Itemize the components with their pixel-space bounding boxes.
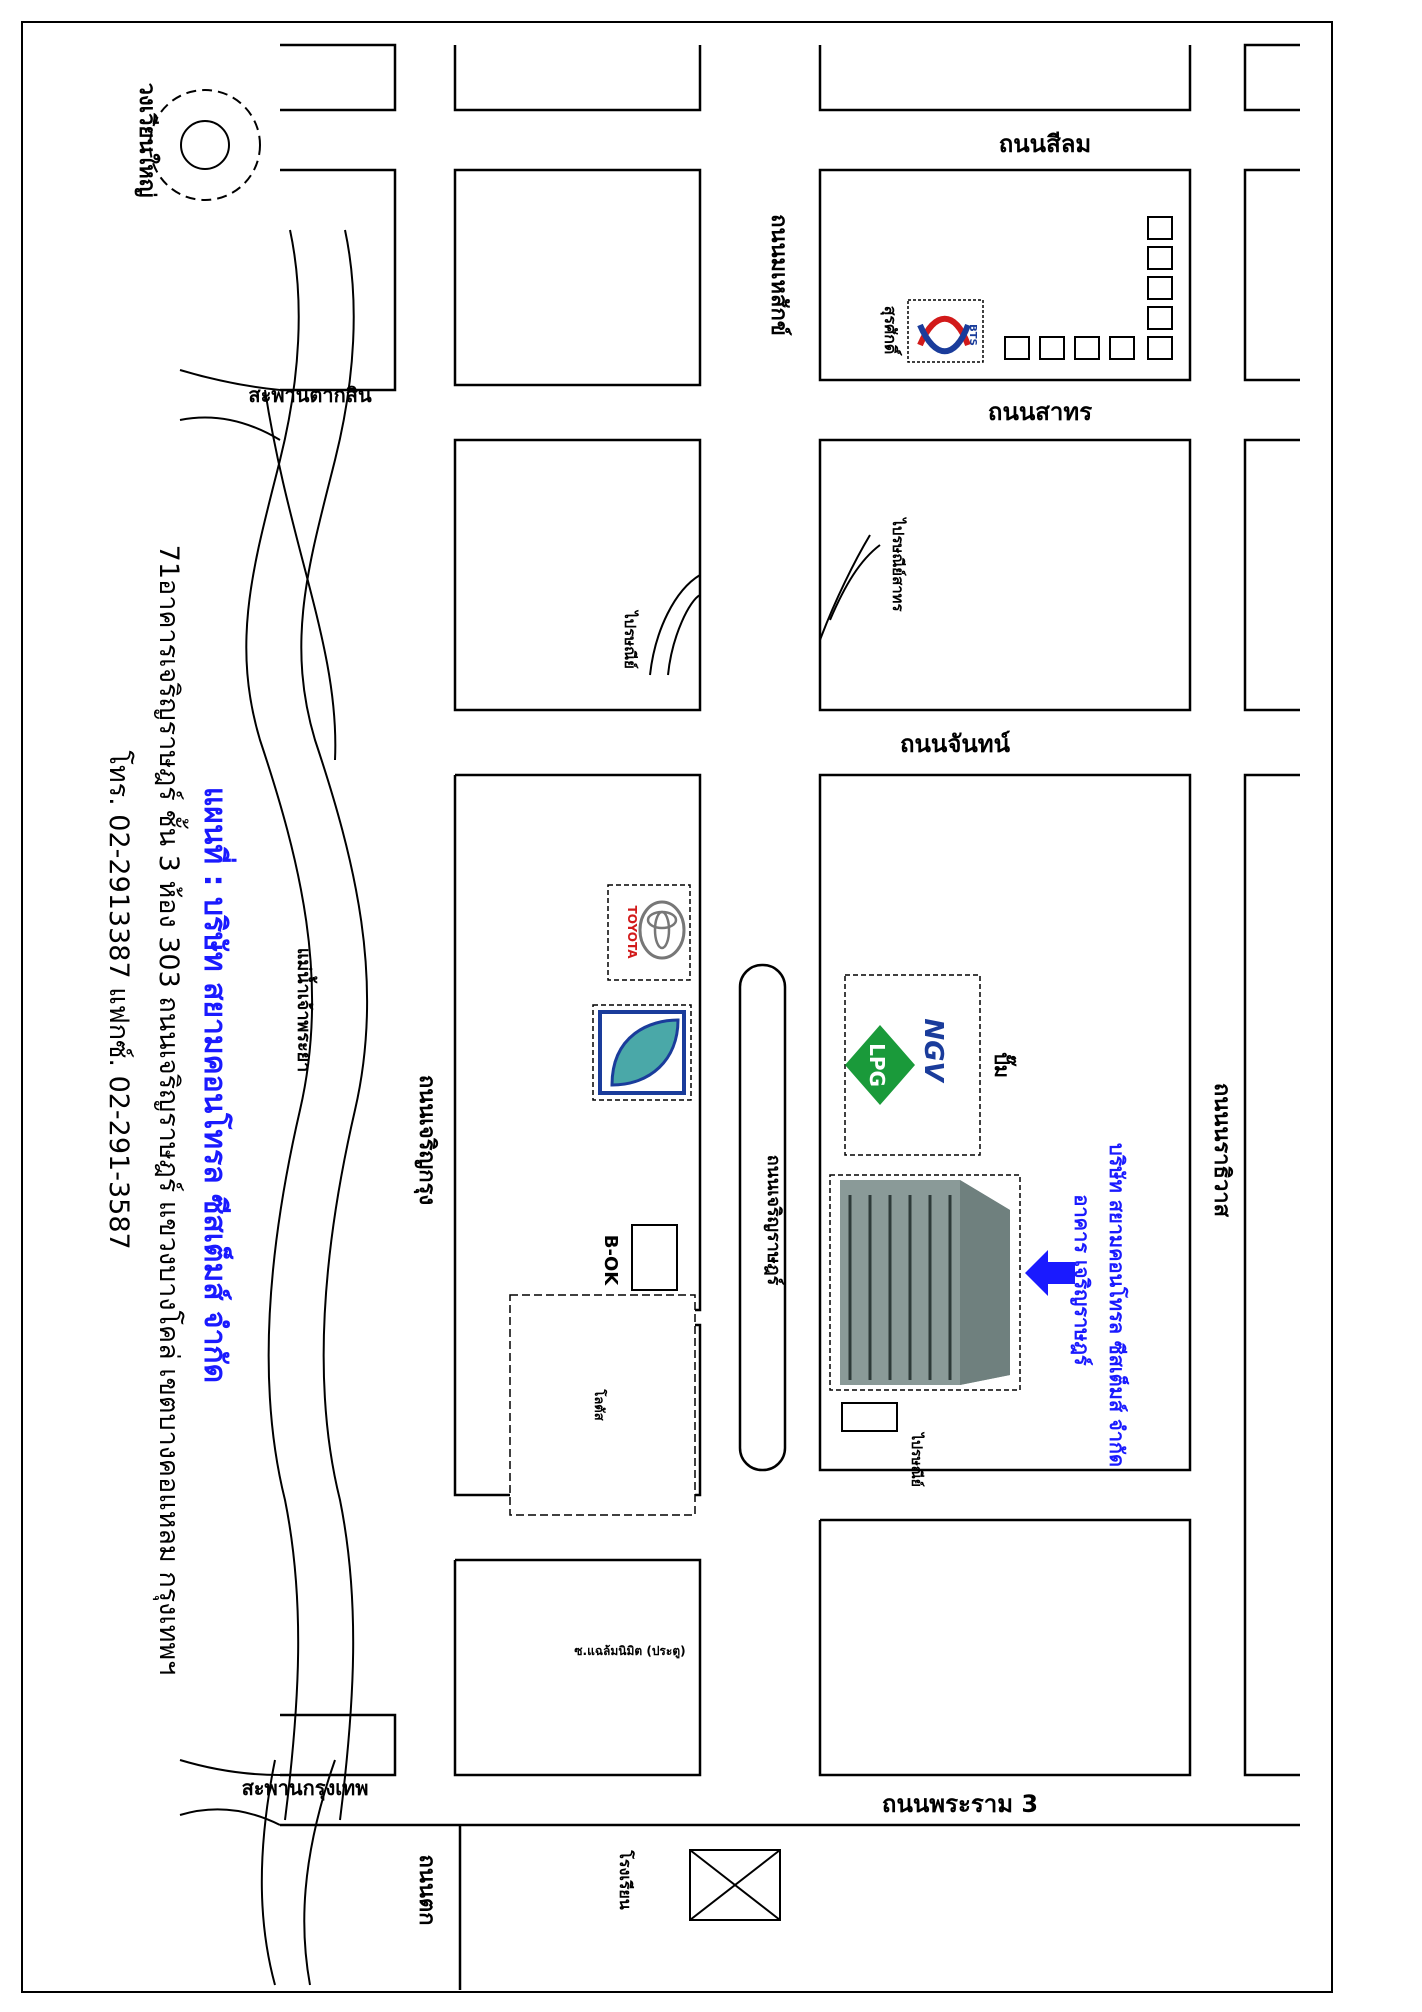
soi-label: ซ.แฉล้มนิมิต (ประตู) — [574, 1644, 685, 1659]
charoenrat-median — [738, 963, 787, 1472]
bridge-lines — [179, 369, 281, 1826]
wongwian-label: วงเวียนใหญ่ — [134, 83, 161, 198]
company-name-label: บริษัท สยามคอนโทรล ซีสเต็มส์ จำกัด — [1105, 1143, 1130, 1467]
school-box — [689, 1849, 781, 1921]
svg-text:LPG: LPG — [865, 1043, 889, 1087]
river-label: แม่น้ำเจ้าพระยา — [293, 948, 318, 1073]
river — [245, 229, 369, 1986]
bts-logo-icon: BTS — [907, 299, 984, 363]
road-tok: ถนนตก — [414, 1854, 439, 1925]
address-line2: โทร. 02-2913387 แฟกซ์. 02-291-3587 — [103, 750, 135, 1249]
b-ok-label: B-OK — [600, 1235, 621, 1286]
address-line1: 71อาคารเจริญราษฎร์ ชั้น 3 ห้อง 303 ถนนเจ… — [152, 545, 189, 1676]
svg-text:TOYOTA: TOYOTA — [625, 906, 639, 960]
b-ok-box — [631, 1224, 678, 1291]
toyota-logo-icon: TOYOTA — [607, 884, 691, 981]
road-sathorn: ถนนสาทร — [988, 398, 1092, 426]
curve-roads — [649, 534, 881, 676]
bts-station-label: สุรศักดิ์ — [880, 306, 902, 357]
road-grid — [280, 43, 1300, 1990]
road-silom: ถนนสีลม — [999, 130, 1092, 158]
address-company: แผนที่ : บริษัท สยามคอนโทรล ซีสเต็มส์ จำ… — [197, 787, 237, 1383]
pump-label: ปั๊ม — [990, 1052, 1017, 1078]
building-name-label: อาคาร เจริญราษฎร์ — [1070, 1194, 1094, 1365]
lotus-leaf-logo-icon — [592, 1004, 692, 1101]
svg-text:NGV: NGV — [918, 1018, 948, 1083]
bts-station-boxes — [1004, 216, 1173, 360]
road-charoenrat: ถนนเจริญราษฎร์ — [763, 1155, 785, 1286]
post-box — [841, 1402, 898, 1432]
building-image — [829, 1174, 1021, 1391]
lotus-building — [509, 1294, 696, 1516]
road-charoenkrung: ถนนเจริญกรุง — [413, 1075, 439, 1205]
lotus-label: โลตัส — [591, 1388, 608, 1420]
road-rama3: ถนนพระราม 3 — [882, 1790, 1038, 1818]
lpg-ngv-pump-icon: LPG NGV — [844, 974, 981, 1156]
post-small-label: ไปรษณีย์ — [908, 1431, 926, 1487]
arrow-icon — [1025, 1250, 1075, 1296]
krungthep-bridge-label: สะพานกรุงเทพ — [242, 1776, 369, 1801]
post-chan-label: ไปรษณีย์ — [621, 609, 640, 669]
taksin-bridge-label: สะพานตากสิน — [248, 383, 372, 407]
road-narathiwat: ถนนนราธิวาส — [1209, 1083, 1234, 1218]
wongwian-yai-circle — [149, 89, 261, 201]
school-label: โรงเรียน — [616, 1849, 636, 1909]
road-mahesak: ถนนมเหสักข์ — [766, 214, 792, 336]
map-border — [21, 21, 1333, 1993]
svg-text:BTS: BTS — [967, 324, 978, 346]
road-chan: ถนนจันทน์ — [900, 730, 1011, 758]
post-sathorn-label: ไปรษณีย์สาทร — [889, 516, 908, 612]
